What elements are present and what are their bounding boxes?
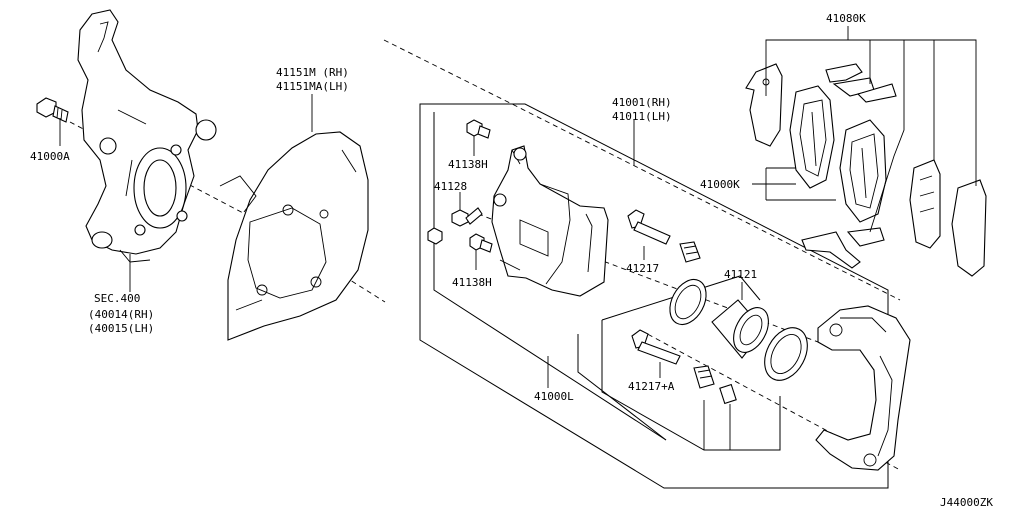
label-pad-kit: 41080K xyxy=(826,12,866,25)
bleeder-parts xyxy=(427,119,493,253)
label-pin-upper: 41217 xyxy=(626,262,659,275)
label-caliper-rh: 41001(RH) xyxy=(612,96,672,109)
backing-plate-part xyxy=(219,131,369,341)
label-pad-set: 41000K xyxy=(700,178,740,191)
guide-pin-lower-part xyxy=(631,329,681,365)
caliper-body-part xyxy=(491,145,609,297)
caliper-assembly-frame xyxy=(419,103,889,489)
label-bolt: 41000A xyxy=(30,150,70,163)
label-piston: 41121 xyxy=(724,268,757,281)
label-bleeder-bottom: 41138H xyxy=(452,276,492,289)
pad-shim-left-part xyxy=(745,63,783,147)
label-knuckle-lh: (40015(LH) xyxy=(88,322,154,335)
pin-boots-part xyxy=(679,241,737,405)
piston-seal-inner-part xyxy=(669,278,707,326)
pad-shim-right-part xyxy=(909,159,987,277)
label-plate-lh: 41151MA(LH) xyxy=(276,80,349,93)
guide-pin-upper-part xyxy=(627,209,671,245)
axis-line-top xyxy=(383,39,901,301)
piston-part xyxy=(711,299,769,359)
label-assembly: 41000L xyxy=(534,390,574,403)
axis-line-left xyxy=(69,121,246,215)
label-plate-rh: 41151M (RH) xyxy=(276,66,349,79)
label-knuckle-sec: SEC.400 xyxy=(94,292,140,305)
label-bleeder-screw: 41128 xyxy=(434,180,467,193)
label-knuckle-rh: (40014(RH) xyxy=(88,308,154,321)
brake-pad-inner-part xyxy=(789,85,835,189)
label-pin-lower: 41217+A xyxy=(628,380,675,393)
brake-pad-outer-part xyxy=(839,119,887,223)
label-caliper-lh: 41011(LH) xyxy=(612,110,672,123)
label-bleeder-top: 41138H xyxy=(448,158,488,171)
leader-lines xyxy=(59,26,977,388)
caliper-bracket-part xyxy=(815,305,911,471)
pad-retainer-clips-part xyxy=(801,63,897,269)
bolt-part xyxy=(36,97,69,123)
steering-knuckle-part xyxy=(77,9,217,263)
piston-seal-outer-part xyxy=(764,327,808,381)
diagram-code: J44000ZK xyxy=(940,496,993,509)
